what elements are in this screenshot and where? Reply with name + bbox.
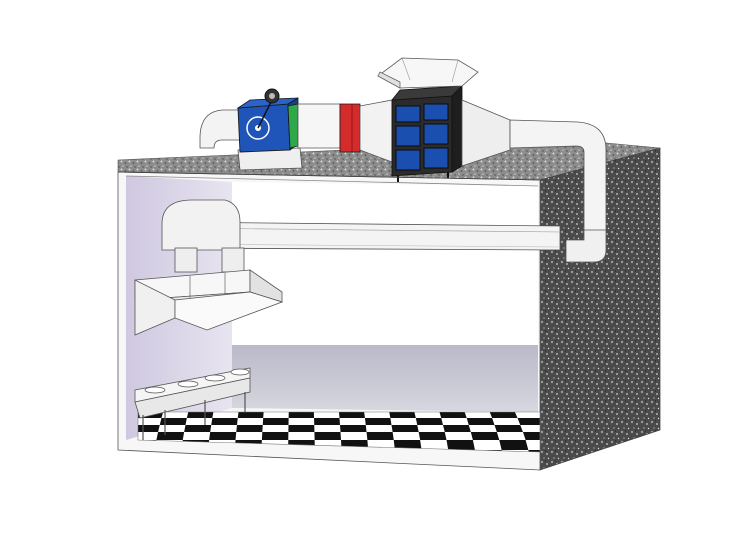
floor-tile [517, 418, 540, 425]
exhaust-fan [236, 88, 299, 153]
floor-tile [237, 412, 264, 418]
fan-icon [246, 116, 270, 140]
floor-tile [466, 418, 495, 425]
electrostatic-purifier [391, 85, 464, 182]
floor-tile [262, 418, 289, 425]
stove-burners [134, 367, 251, 440]
interior-back-wall [232, 182, 538, 345]
floor-tile [236, 425, 263, 432]
floor-tile [389, 412, 416, 418]
rain-cap [377, 57, 479, 89]
floor-tile [138, 425, 160, 432]
floor-tile [209, 432, 237, 440]
floor-tile [494, 425, 523, 432]
floor-tile [522, 432, 540, 440]
floor-tile [391, 425, 419, 432]
floor-tile [288, 412, 315, 418]
floor-tile [261, 432, 289, 440]
filter-section [287, 103, 299, 149]
floor-tile [314, 432, 341, 440]
floor-tile [364, 418, 392, 425]
floor-tile [211, 418, 238, 425]
floor-tile [443, 425, 471, 432]
floor-tile [415, 418, 443, 425]
outlet-duct [461, 99, 607, 263]
floor-tile [288, 425, 315, 432]
intake-duct [199, 109, 241, 149]
floor-tile [393, 440, 422, 450]
floor-tile [470, 432, 500, 440]
floor-tile [159, 418, 187, 425]
floor-tile [499, 440, 529, 450]
range-hood [134, 269, 284, 336]
floor-tile [446, 440, 475, 450]
floor-tile [489, 412, 518, 418]
floor-tile [418, 432, 447, 440]
interior-back-wall-lower [232, 345, 538, 412]
floor-tile [186, 412, 214, 418]
floor-tile [439, 412, 467, 418]
floor-tile [339, 412, 365, 418]
ceiling-duct [161, 199, 561, 273]
fire-damper [339, 103, 361, 153]
roof-duct-1 [297, 103, 341, 149]
floor-tile [366, 432, 394, 440]
floor-tile [340, 425, 367, 432]
floor-tile [314, 418, 340, 425]
floor-tile [184, 425, 212, 432]
floor-tile [156, 432, 185, 440]
